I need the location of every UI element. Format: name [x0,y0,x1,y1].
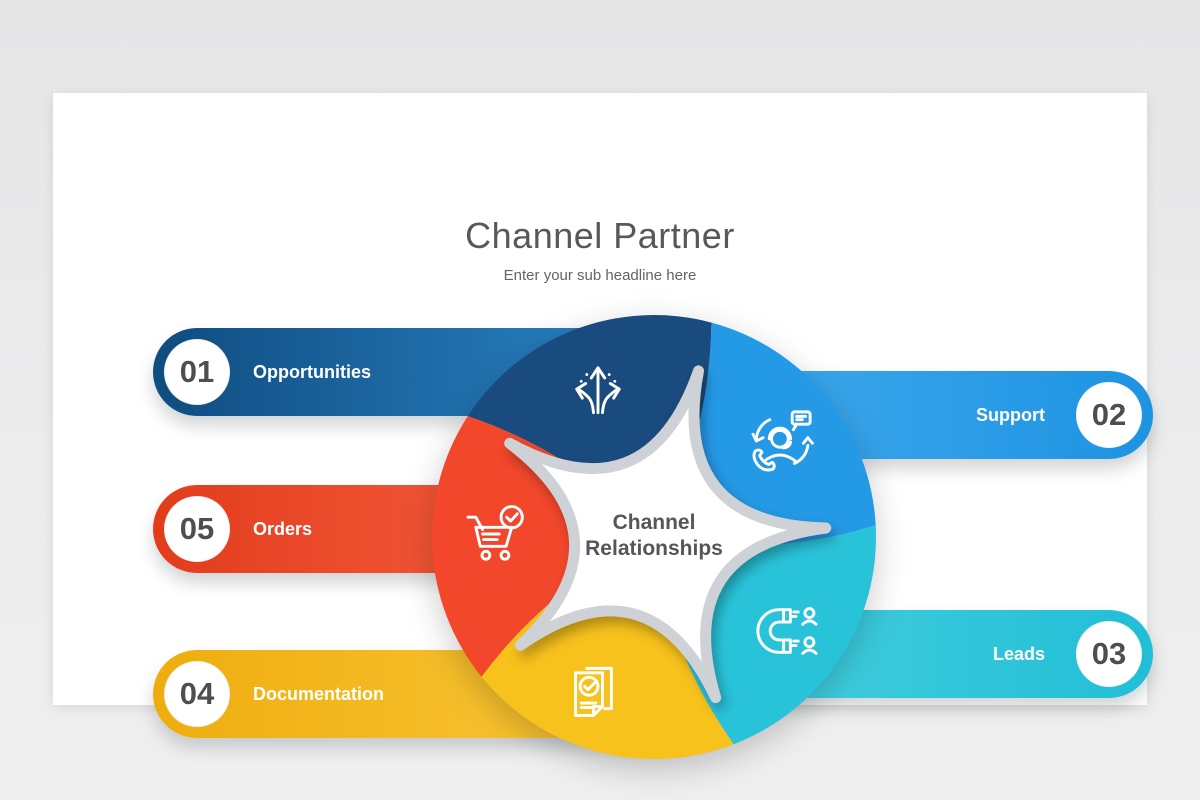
item-number-badge: 05 [164,496,230,562]
document-check-icon [574,666,613,717]
item-number-badge: 04 [164,661,230,727]
page-title: Channel Partner [465,215,735,256]
item-label: Orders [253,519,313,539]
center-label: Channel Relationships [534,510,774,562]
branching-arrows-icon [575,366,621,415]
page-subtitle: Enter your sub headline here [503,267,697,284]
item-label: Documentation [253,684,385,704]
center-star [504,365,832,704]
support-agent-icon [751,410,814,472]
item-label: Opportunities [253,362,371,382]
center-label-line1: Channel [612,511,696,534]
item-label: Support [976,405,1045,425]
slide-card: Channel Partner Enter your sub headline … [53,93,1153,760]
item-number-badge: 01 [164,339,230,405]
lead-magnet-icon [756,607,818,655]
item-label: Leads [992,644,1045,664]
segment-documentation [481,537,734,760]
segment-orders [432,416,654,677]
center-label-line2: Relationships [585,537,723,560]
item-number-badge: 03 [1076,621,1142,687]
channel-wheel [432,315,877,760]
item-number-badge: 02 [1076,382,1142,448]
cart-check-icon [466,505,524,561]
